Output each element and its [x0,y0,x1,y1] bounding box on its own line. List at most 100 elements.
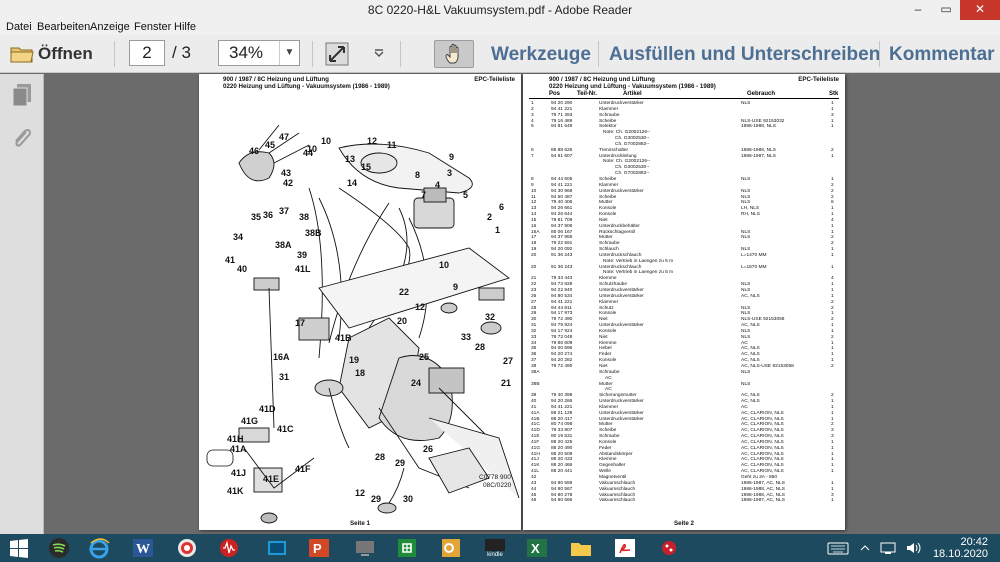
menu-fenster[interactable]: Fenster [134,21,172,33]
spotify-icon[interactable] [44,536,74,560]
toolbar-separator [879,41,880,67]
cell-pos: 13 [531,206,537,212]
hand-tool-button[interactable] [434,40,474,68]
maximize-button[interactable]: ▭ [940,2,952,16]
cell-pos: 41D [531,428,540,434]
cell-article: Unterdruckverstärker [599,293,644,299]
page-number-input[interactable]: 2 [129,40,165,66]
diagram-callout: 43 [281,168,291,178]
pages-icon[interactable] [10,82,34,110]
cell-usage: NLS [741,288,751,293]
cell-pos: 5 [531,124,534,130]
open-button[interactable]: Öffnen [10,40,102,68]
menu-bearbeiten[interactable]: Bearbeiten [37,21,91,33]
cell-pos: 11 [531,194,536,200]
document-area[interactable]: 900 / 1987 / 8C Heizung und Lüftung 0220… [44,74,1000,534]
cell-part-number: 88 20 433 [551,457,573,463]
col-article: Artikel [623,91,642,97]
network-icon[interactable] [878,534,898,562]
chrome-like-icon[interactable] [172,536,202,560]
audio-icon[interactable] [214,536,244,560]
cell-usage: NLS [741,176,751,182]
diagram-callout: 5 [463,190,468,200]
folder-icon[interactable] [566,536,596,560]
cell-part-number: 94 80 534 [551,293,573,299]
cell-qty: 1 [831,212,834,218]
cell-usage: AC [741,404,748,410]
cell-usage: AC, CLARION, NLS [741,416,784,422]
cell-article: Note: Ch. G2002126-- [603,130,651,136]
cell-qty: 2 [831,334,834,340]
diagram-callout: 46 [249,146,259,156]
ie-icon[interactable] [84,536,114,560]
kindle-icon[interactable]: kindle [480,536,510,560]
cell-qty: 3 [831,434,834,440]
tray-up-icon[interactable] [858,534,872,562]
chevron-down-icon[interactable]: ▼ [279,41,299,65]
start-icon[interactable] [4,536,34,560]
word-icon[interactable]: W [128,536,158,560]
cell-article: Note: Vertrieb in Laengen zu 5 m [603,258,674,264]
excel-green-icon[interactable] [392,536,422,560]
excel-icon[interactable]: X [522,536,552,560]
tools-link[interactable]: Werkzeuge [491,44,591,65]
menu-anzeige[interactable]: Anzeige [90,21,130,33]
page-footer: Seite 1 [350,520,370,527]
cell-qty: 1 [831,118,834,124]
video-icon[interactable] [262,536,292,560]
diagram-callout: 41C [277,424,294,434]
more-tools-dropdown[interactable] [364,40,394,68]
menu-hilfe[interactable]: Hilfe [174,21,197,33]
comment-link[interactable]: Kommentar [889,44,995,65]
cell-part-number: 79 33 807 [551,428,573,434]
fit-page-button[interactable] [322,40,352,68]
powerpoint-icon[interactable]: P [304,536,334,560]
cell-part-number: 91 36 243 [551,264,573,270]
col-pos: Pos [549,91,561,97]
diagram-callout: 33 [461,332,471,342]
cell-usage: NLS [741,188,751,194]
cell-part-number: 94 50 487 [551,194,573,200]
attachment-icon[interactable] [10,126,34,154]
cell-pos: 2 [531,106,534,112]
screen-icon[interactable] [350,536,380,560]
cell-part-number: 80 74 098 [551,422,573,428]
outlook-icon[interactable] [436,536,466,560]
diagram-callout: 41 [225,255,235,265]
cell-usage: NLS [741,200,751,206]
pdf-page-1: 900 / 1987 / 8C Heizung und Lüftung 0220… [199,74,521,530]
diagram-callout: 41L [295,264,311,274]
cell-qty: 4 [831,217,834,223]
cell-pos: 3 [531,112,534,118]
fill-sign-link[interactable]: Ausfüllen und Unterschreiben [609,44,881,65]
zoom-select[interactable]: 34% ▼ [218,40,300,66]
cell-pos: 20 [531,264,537,270]
volume-icon[interactable] [904,534,924,562]
keyboard-icon[interactable] [826,534,850,562]
clock[interactable]: 20:42 18.10.2020 [933,536,988,560]
cell-pos: 19 [531,247,537,253]
figure-code: C0778 900 [479,474,511,481]
cell-article: Unterdruckverstärker [599,410,644,416]
cell-article: Konsole [599,358,617,364]
menu-datei[interactable]: Datei [6,21,32,33]
cell-part-number: 94 37 906 [551,223,573,229]
minimize-button[interactable]: – [914,2,922,16]
close-button[interactable]: ✕ [960,0,1000,20]
figure-code-2: 08C/0220 [483,482,512,489]
cell-article: Hebel [599,346,612,352]
acrobat-icon[interactable] [610,536,640,560]
diagram-callout: 22 [399,287,409,297]
virus-icon[interactable] [654,536,684,560]
